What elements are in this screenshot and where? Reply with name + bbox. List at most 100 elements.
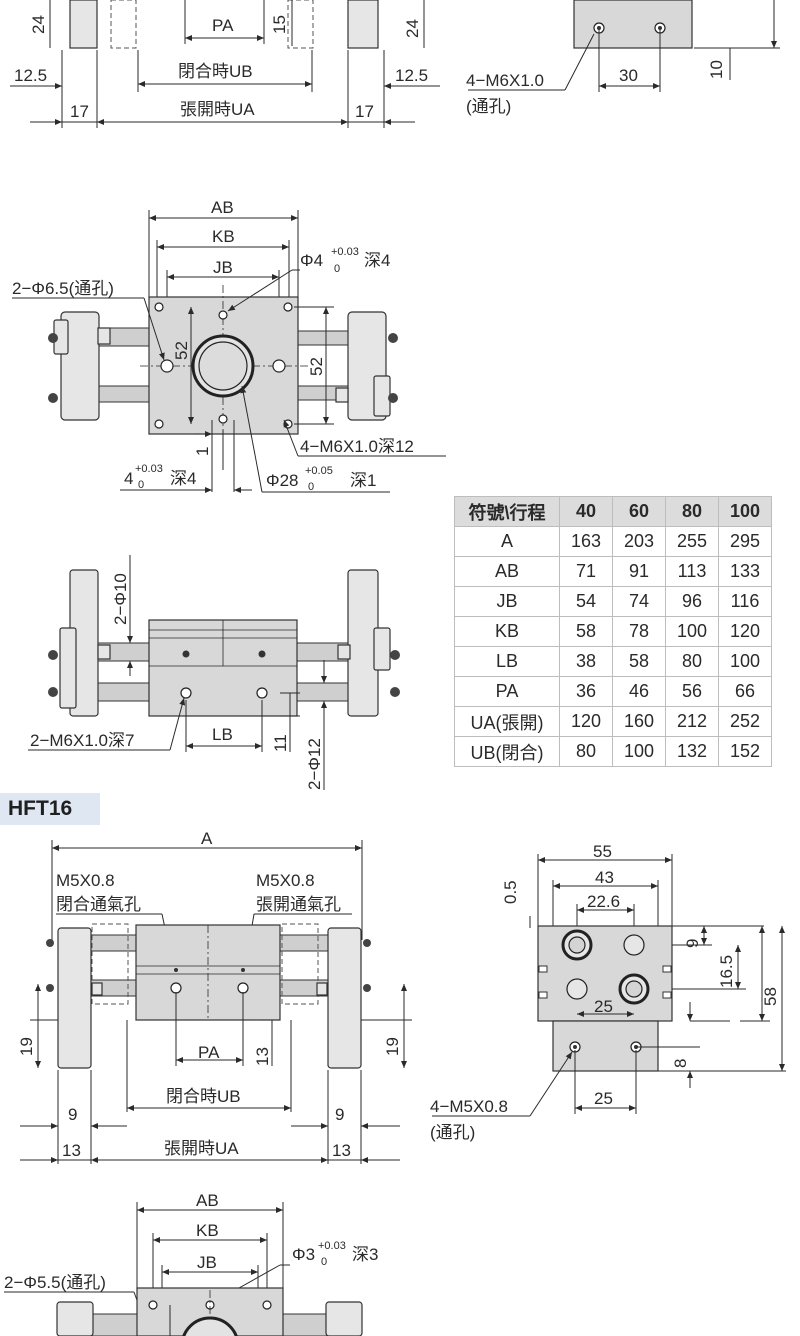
table-header-cell: 符號\行程 — [454, 496, 560, 527]
callout-phi12: 2−Φ12 — [305, 738, 324, 790]
callout-depth1: 深1 — [350, 471, 376, 490]
tol-0-lower-hft16: 0 — [321, 1256, 327, 1268]
table-cell: 36 — [559, 676, 613, 707]
table-cell: 132 — [665, 736, 719, 767]
section-title-hft16: HFT16 — [0, 793, 100, 825]
dim-kb-mid: KB — [212, 227, 235, 246]
callout-depth3: 深3 — [352, 1245, 378, 1264]
middle-top-view: AB KB JB — [12, 198, 446, 493]
table-row: KB 58 78 100 120 — [454, 616, 772, 647]
tol-05-upper: +0.05 — [305, 465, 333, 477]
table-header-cell: 100 — [718, 496, 772, 527]
table-cell: UA(張開) — [454, 706, 560, 737]
table-cell: 120 — [559, 706, 613, 737]
table-header-row: 符號\行程 40 60 80 100 — [454, 496, 772, 527]
dim-9-right: 9 — [335, 1105, 344, 1124]
callout-m6-depth7: 2−M6X1.0深7 — [30, 731, 134, 750]
callout-through-hft16: (通孔) — [430, 1123, 475, 1142]
table-cell: 133 — [718, 556, 772, 587]
dim-lb: LB — [212, 725, 233, 744]
dim-9-side: 9 — [683, 939, 702, 948]
table-cell: AB — [454, 556, 560, 587]
table-cell: 80 — [665, 646, 719, 677]
top-side-view: 30 10 4−M6X1.0 (通孔) — [466, 0, 780, 116]
dim-19-left: 19 — [17, 1037, 36, 1056]
dim-25-lower: 25 — [594, 1089, 613, 1108]
dim-10: 10 — [707, 60, 726, 79]
dim-24-right: 24 — [403, 19, 422, 38]
dim-0-5: 0.5 — [501, 880, 520, 904]
table-cell: JB — [454, 586, 560, 617]
callout-hole-6-5: 2−Φ6.5(通孔) — [12, 279, 114, 298]
table-cell: 120 — [718, 616, 772, 647]
tol-03-upper-bottom: +0.03 — [135, 463, 163, 475]
callout-depth4-top: 深4 — [364, 251, 390, 270]
table-header-cell: 80 — [665, 496, 719, 527]
dim-9-left: 9 — [68, 1105, 77, 1124]
table-cell: 100 — [612, 736, 666, 767]
table-row: PA 36 46 56 66 — [454, 676, 772, 707]
table-cell: 203 — [612, 526, 666, 557]
callout-m6-depth12: 4−M6X1.0深12 — [300, 437, 414, 456]
table-cell: UB(閉合) — [454, 736, 560, 767]
spec-table: 符號\行程 40 60 80 100 A 163 203 255 295 AB … — [454, 496, 772, 767]
dim-jb-mid: JB — [213, 258, 233, 277]
dim-pa-top: PA — [212, 16, 234, 35]
table-cell: 56 — [665, 676, 719, 707]
hft16-top-view: AB KB JB Φ3 +0.03 0 深3 2−Φ5.5(通孔) — [4, 1191, 378, 1336]
table-cell: 66 — [718, 676, 772, 707]
dim-52-right: 52 — [307, 357, 326, 376]
dim-58: 58 — [761, 987, 780, 1006]
dim-ua-open-top: 張開時UA — [180, 100, 255, 119]
tol-0-lower-bottom: 0 — [138, 479, 144, 491]
table-cell: 46 — [612, 676, 666, 707]
callout-closed-port: 閉合通氣孔 — [56, 895, 141, 914]
table-cell: LB — [454, 646, 560, 677]
table-cell: 74 — [612, 586, 666, 617]
table-row: UA(張開) 120 160 212 252 — [454, 706, 772, 737]
dim-13-left: 13 — [62, 1141, 81, 1160]
dim-1: 1 — [193, 447, 212, 456]
hft16-front-view: A M5X0.8 閉合通氣孔 M5X0.8 張開通氣孔 PA — [17, 829, 412, 1164]
table-cell: 96 — [665, 586, 719, 617]
table-cell: 80 — [559, 736, 613, 767]
table-cell: 113 — [665, 556, 719, 587]
table-row: A 163 203 255 295 — [454, 526, 772, 557]
dim-15: 15 — [270, 15, 289, 34]
table-cell: A — [454, 526, 560, 557]
dim-17-left: 17 — [70, 102, 89, 121]
dim-19-right: 19 — [383, 1037, 402, 1056]
tol-0-lower-phi28: 0 — [308, 481, 314, 493]
dim-ua-open-hft16: 張開時UA — [164, 1139, 239, 1158]
table-cell: 100 — [665, 616, 719, 647]
dim-ub-closed-hft16: 閉合時UB — [166, 1087, 241, 1106]
dim-13-right: 13 — [332, 1141, 351, 1160]
tol-0-lower-top: 0 — [334, 263, 340, 275]
section-title-text: HFT16 — [8, 797, 73, 820]
table-cell: 255 — [665, 526, 719, 557]
callout-depth4-bottom: 深4 — [170, 469, 196, 488]
dim-ab-hft16: AB — [196, 1191, 219, 1210]
table-row: UB(閉合) 80 100 132 152 — [454, 736, 772, 767]
dim-a: A — [201, 829, 213, 848]
callout-phi4-top: Φ4 — [300, 251, 323, 270]
table-cell: KB — [454, 616, 560, 647]
callout-phi3: Φ3 — [292, 1245, 315, 1264]
table-cell: 160 — [612, 706, 666, 737]
table-cell: 252 — [718, 706, 772, 737]
table-cell: 58 — [612, 646, 666, 677]
callout-m6-through: 4−M6X1.0 — [466, 71, 544, 90]
table-cell: 54 — [559, 586, 613, 617]
table-header-cell: 60 — [612, 496, 666, 527]
dim-11: 11 — [271, 734, 290, 752]
dim-16-5: 16.5 — [717, 955, 736, 988]
dim-17-right: 17 — [355, 102, 374, 121]
table-cell: 295 — [718, 526, 772, 557]
table-cell: 116 — [718, 586, 772, 617]
callout-open-port: 張開通氣孔 — [256, 895, 341, 914]
table-cell: 91 — [612, 556, 666, 587]
table-header-cell: 40 — [559, 496, 613, 527]
table-cell: PA — [454, 676, 560, 707]
table-cell: 58 — [559, 616, 613, 647]
